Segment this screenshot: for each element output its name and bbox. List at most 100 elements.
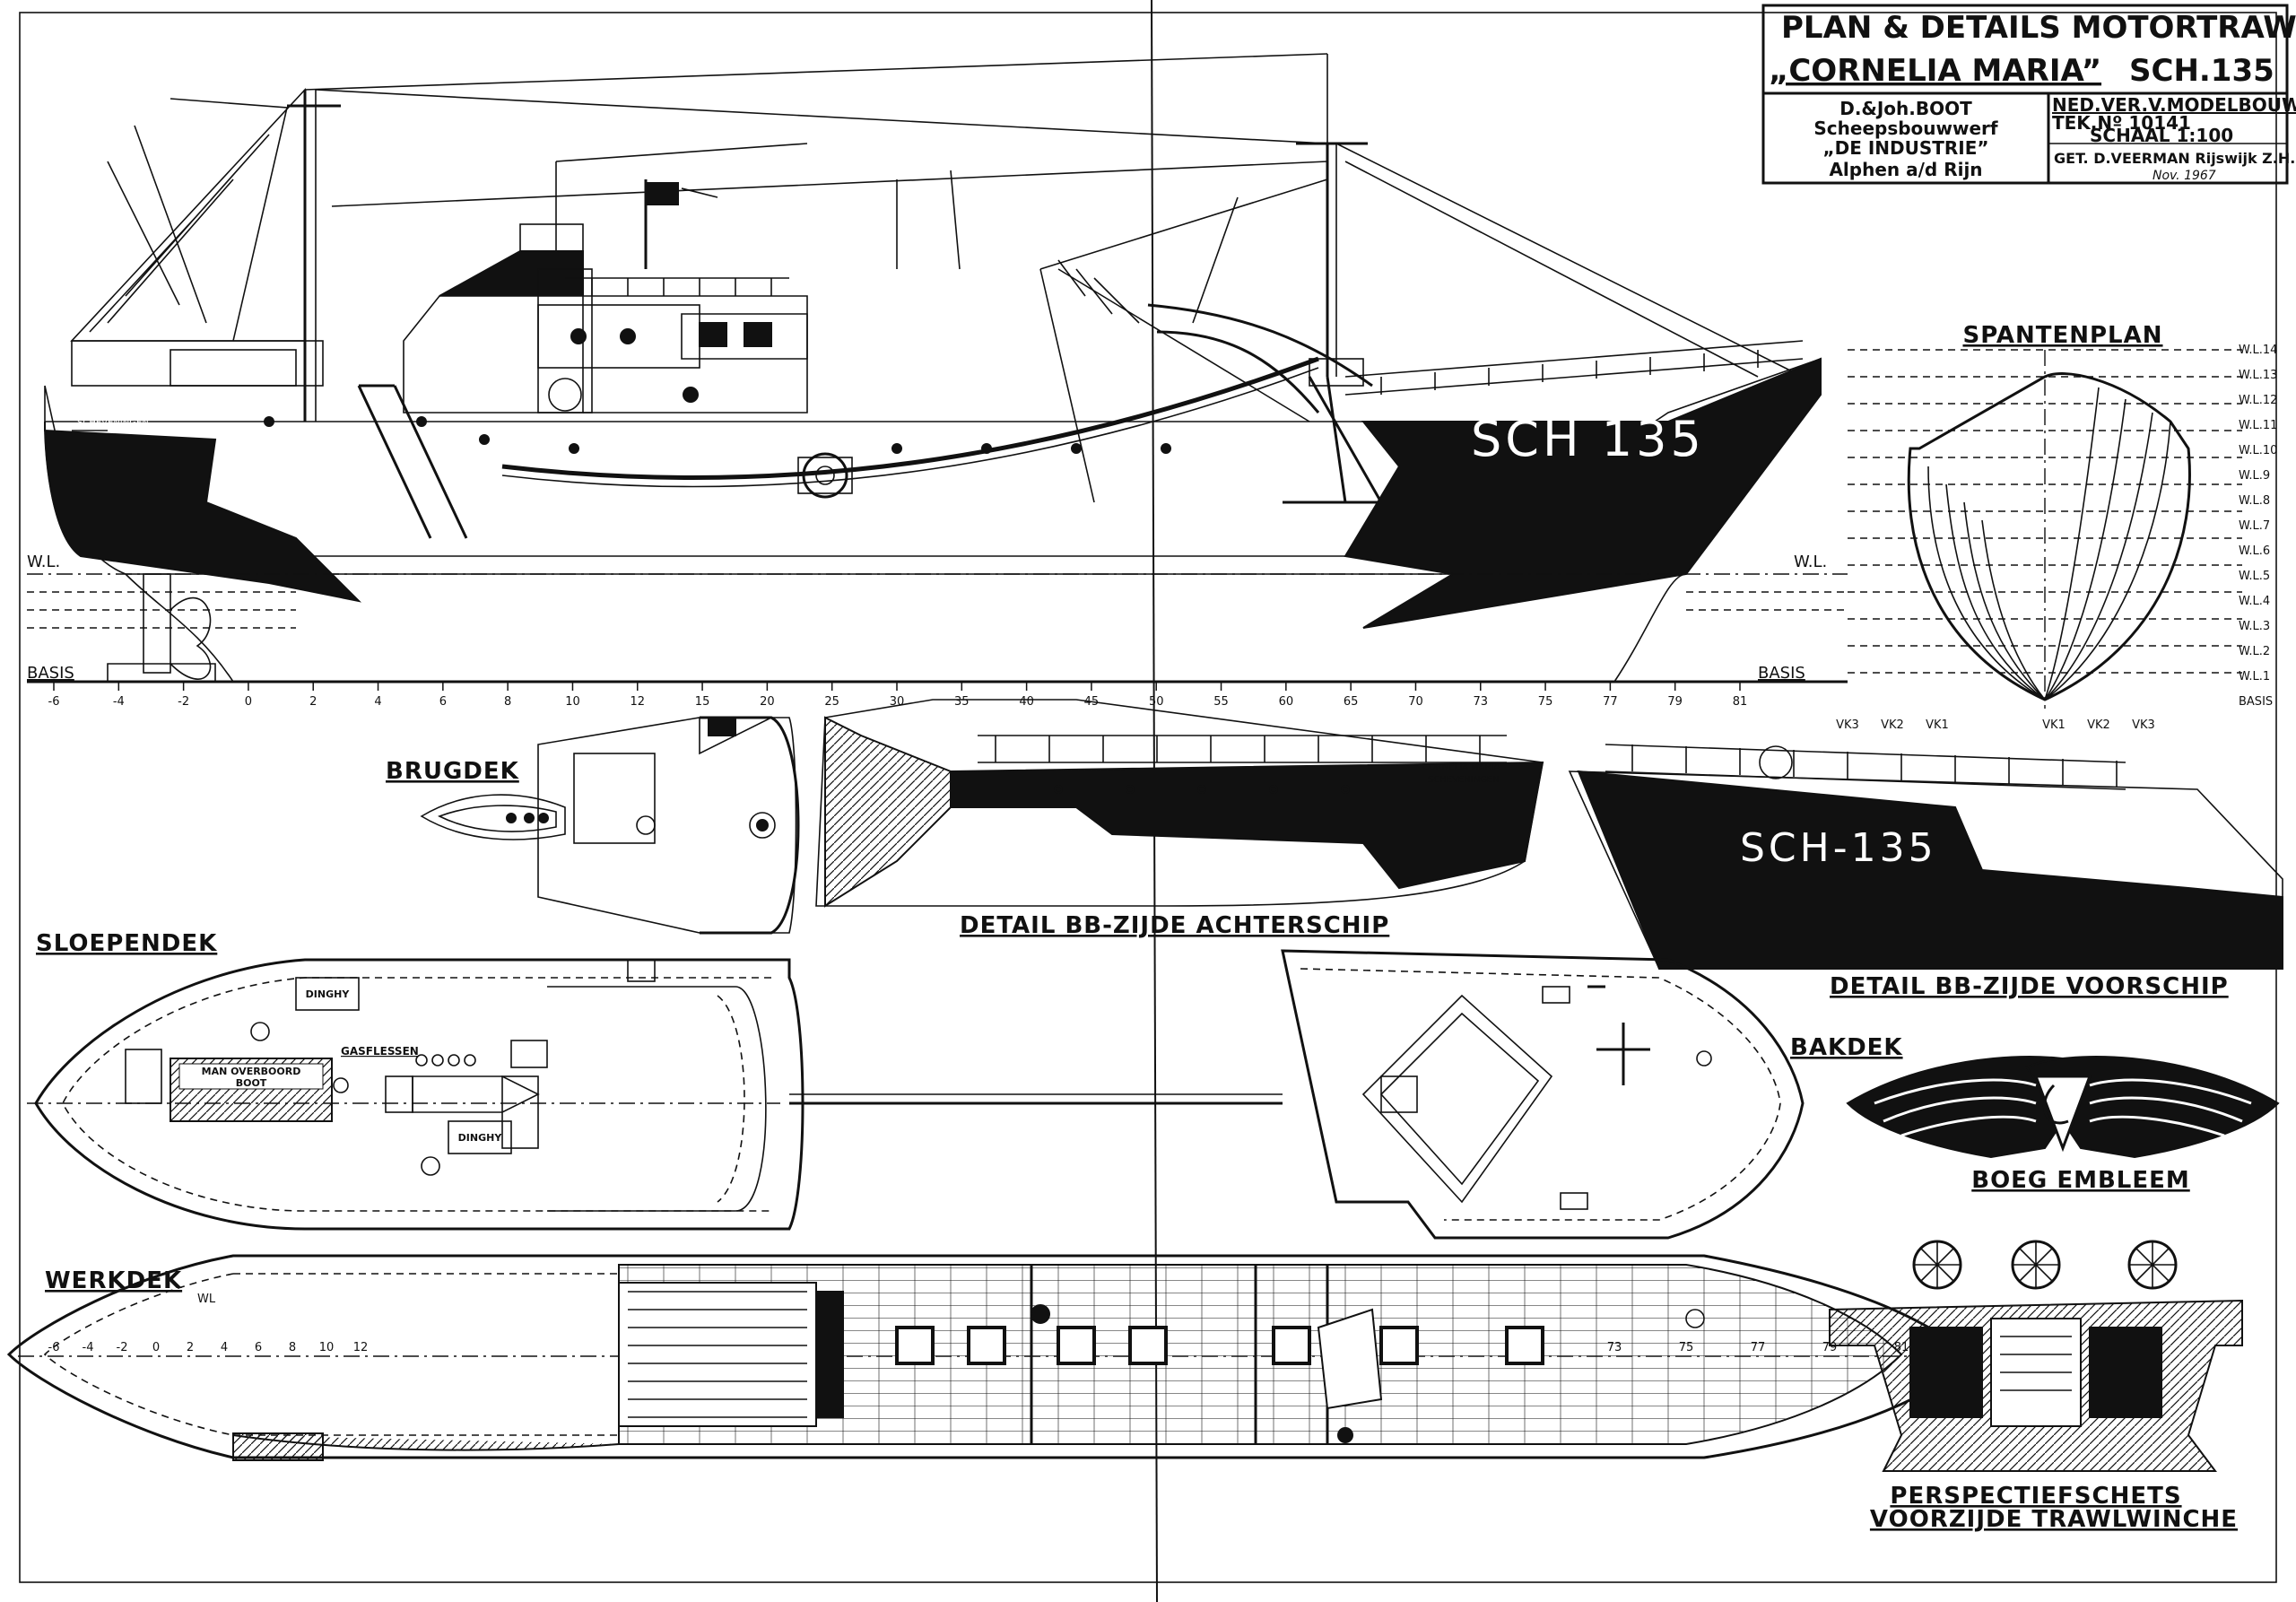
superstructure bbox=[71, 223, 1399, 539]
werkdek-view: WERKDEK WL -6-4-20246810127375777981 bbox=[6, 1254, 1976, 1461]
yard-line2: Scheepsbouwwerf bbox=[1813, 118, 1998, 139]
vk-label: VK1 bbox=[2042, 718, 2066, 732]
frame-number: 20 bbox=[760, 695, 775, 709]
frame-number: 65 bbox=[1344, 695, 1359, 709]
werkdek-frame-number: 12 bbox=[353, 1341, 369, 1354]
title-ship-name: „CORNELIA MARIA” bbox=[1769, 53, 2101, 89]
section-waterline-label: W.L.13 bbox=[2239, 369, 2277, 382]
frame-number: 77 bbox=[1603, 695, 1618, 709]
brugdek-label: BRUGDEK bbox=[386, 758, 519, 785]
bakdek-view: BAKDEK bbox=[1281, 949, 1903, 1240]
propeller bbox=[170, 596, 212, 680]
werkdek-frame-scale: -6-4-20246810127375777981 bbox=[48, 1341, 1909, 1354]
dinghy-label-1: DINGHY bbox=[306, 988, 351, 1000]
frame-number: -2 bbox=[178, 695, 189, 709]
dinghy-label-2: DINGHY bbox=[458, 1132, 503, 1144]
section-waterline-label: W.L.6 bbox=[2239, 544, 2270, 558]
section-waterline-label: W.L.2 bbox=[2239, 645, 2270, 658]
frame-number: 25 bbox=[824, 695, 839, 709]
bow-emblem-label: BOEG EMBLEEM bbox=[1971, 1167, 2190, 1194]
werkdek-frame-number: 8 bbox=[289, 1341, 296, 1354]
title-block: PLAN & DETAILS MOTORTRAWLER „CORNELIA MA… bbox=[1761, 4, 2296, 185]
frame-number: 50 bbox=[1149, 695, 1164, 709]
werkdek-frame-number: 2 bbox=[187, 1341, 194, 1354]
werkdek-frame-number: 6 bbox=[255, 1341, 262, 1354]
frame-number: -6 bbox=[48, 695, 60, 709]
trawl-winch-sketch: PERSPECTIEFSCHETS VOORZIJDE TRAWLWINCHE bbox=[1829, 1240, 2243, 1533]
section-waterline-label: W.L.8 bbox=[2239, 494, 2270, 508]
drawing-scale: SCHAAL 1:100 bbox=[2090, 125, 2233, 146]
frame-number: 79 bbox=[1667, 695, 1683, 709]
portholes bbox=[264, 416, 1171, 454]
section-waterline-label: W.L.14 bbox=[2239, 344, 2277, 357]
rudder bbox=[143, 573, 171, 674]
section-waterline-label: BASIS bbox=[2239, 695, 2273, 709]
frame-number: 15 bbox=[695, 695, 710, 709]
drawing-number: TEK.Nº 10141 bbox=[2052, 112, 2191, 134]
vk-label: VK2 bbox=[1881, 718, 1904, 732]
frame-number: 2 bbox=[309, 695, 317, 709]
section-waterline-label: W.L.3 bbox=[2239, 620, 2270, 633]
yard-line1: D.&Joh.BOOT bbox=[1839, 98, 1972, 119]
detail-aft-hull-name: CORNELIA MARIA bbox=[1422, 762, 1500, 772]
werkdek-frame-number: 10 bbox=[319, 1341, 335, 1354]
detail-fwd-label: DETAIL BB-ZIJDE VOORSCHIP bbox=[1830, 973, 2229, 1000]
society-name: NED.VER.V.MODELBOUWERS bbox=[2052, 94, 2296, 116]
sloependek-view: SLOEPENDEK MAN OVERBOORD BOOT DINGHY DIN… bbox=[27, 930, 1283, 1231]
vk-label: VK1 bbox=[1926, 718, 1949, 732]
frame-number: 10 bbox=[565, 695, 580, 709]
section-outline bbox=[1907, 372, 2191, 701]
frame-number: 8 bbox=[504, 695, 511, 709]
detail-fwd-registration: SCH-135 bbox=[1740, 825, 1937, 871]
werkdek-frame-number: 77 bbox=[1751, 1341, 1766, 1354]
werkdek-frame-number: -2 bbox=[117, 1341, 128, 1354]
section-waterline-labels: W.L.14W.L.13W.L.12W.L.11W.L.10W.L.9W.L.8… bbox=[2239, 344, 2277, 709]
waterline-left-label: W.L. bbox=[27, 553, 60, 571]
frame-number: 4 bbox=[374, 695, 381, 709]
werkdek-frame-number: 4 bbox=[221, 1341, 228, 1354]
mob-boat-label-2: BOOT bbox=[236, 1077, 267, 1089]
perspective-label-2: VOORZIJDE TRAWLWINCHE bbox=[1870, 1506, 2238, 1533]
brugdek-view: BRUGDEK bbox=[386, 716, 800, 935]
frame-number: -4 bbox=[113, 695, 125, 709]
section-waterline-label: W.L.9 bbox=[2239, 469, 2270, 483]
section-waterline-label: W.L.10 bbox=[2239, 444, 2277, 457]
detail-aft-view: CORNELIA MARIA SCHEVENINGEN DETAIL BB-ZI… bbox=[815, 699, 1544, 939]
frame-number: 40 bbox=[1019, 695, 1034, 709]
bow-emblem-view: BOEG EMBLEEM bbox=[1846, 1056, 2280, 1194]
drawing-date: Nov. 1967 bbox=[2152, 169, 2216, 183]
sheet-border bbox=[19, 12, 2277, 1583]
section-waterline-label: W.L.1 bbox=[2239, 670, 2270, 683]
section-waterline-label: W.L.11 bbox=[2239, 419, 2277, 432]
gas-bottles-label: GASFLESSEN bbox=[341, 1045, 419, 1058]
profile-hull: SCH 135 CORNELIA MARIA SCHEVENINGEN bbox=[44, 340, 1822, 629]
hull-port: SCHEVENINGEN bbox=[77, 418, 149, 428]
waterline-right-label: W.L. bbox=[1794, 553, 1827, 571]
frame-number: 60 bbox=[1279, 695, 1294, 709]
vk-label: VK3 bbox=[2132, 718, 2155, 732]
frame-number: 6 bbox=[439, 695, 447, 709]
bakdek-label: BAKDEK bbox=[1790, 1034, 1903, 1061]
title-line1: PLAN & DETAILS MOTORTRAWLER bbox=[1781, 10, 2296, 46]
frame-number: 73 bbox=[1473, 695, 1488, 709]
mob-boat-label-1: MAN OVERBOORD bbox=[202, 1066, 301, 1077]
spantenplan-view: SPANTENPLAN W.L.14W.L.13W.L.12W.L.11W.L.… bbox=[1848, 322, 2277, 709]
registration-number: SCH 135 bbox=[1471, 411, 1705, 467]
yard-line4: Alphen a/d Rijn bbox=[1829, 159, 1982, 180]
side-profile-view: SCH 135 CORNELIA MARIA SCHEVENINGEN W.L.… bbox=[27, 53, 1848, 709]
detail-aft-hull-port: SCHEVENINGEN bbox=[1428, 775, 1500, 785]
frame-number: 55 bbox=[1213, 695, 1229, 709]
section-waterline-label: W.L.7 bbox=[2239, 519, 2270, 533]
frame-number: 75 bbox=[1538, 695, 1553, 709]
frame-number: 12 bbox=[630, 695, 645, 709]
werkdek-label: WERKDEK bbox=[45, 1267, 182, 1294]
frame-number: 81 bbox=[1733, 695, 1748, 709]
werkdek-frame-number: -6 bbox=[48, 1341, 60, 1354]
vk-label: VK2 bbox=[2087, 718, 2110, 732]
sloependek-label: SLOEPENDEK bbox=[36, 930, 217, 957]
